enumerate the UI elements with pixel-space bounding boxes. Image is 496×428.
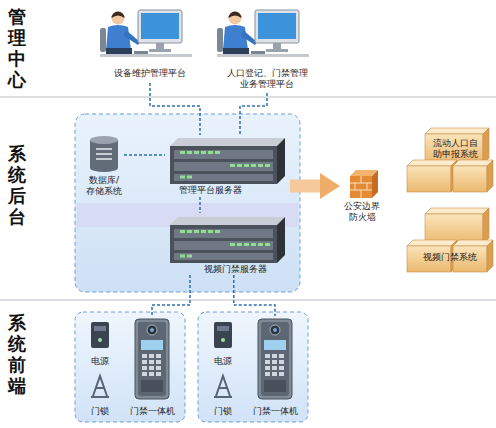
firewall-icon	[350, 170, 378, 198]
node-label: 数据库/ 存储系统	[84, 175, 124, 197]
band-divider	[0, 97, 496, 98]
workstation-node: 设备维护管理平台	[95, 5, 205, 83]
band-divider	[0, 300, 496, 301]
node-label: 门禁一体机	[245, 406, 305, 417]
front-group	[198, 312, 308, 422]
node-label: 电源	[203, 356, 243, 367]
band-node: 系统后台 数据库/ 存储系统 管理平台服务器视频门禁服务器 公安边界 防火墙 流动人口自…	[0, 97, 496, 300]
box-stack-icon	[407, 208, 493, 272]
external-system-node: 流动人口自 助申报系统	[405, 122, 493, 194]
firewall-side	[372, 170, 378, 198]
database-body	[90, 140, 118, 168]
firewall-front	[350, 176, 372, 198]
node-label: 人口登记、门禁管理 业务管理平台	[222, 68, 312, 90]
door-lock-node: 门锁	[203, 370, 243, 418]
workstation-icon	[100, 10, 192, 57]
arrow-head	[320, 173, 340, 199]
dashed-connector	[152, 275, 190, 316]
database-lines	[96, 149, 112, 159]
access-terminal-node: 门禁一体机	[245, 316, 305, 418]
dashed-connector	[150, 83, 200, 135]
firewall-node: 公安边界 防火墙	[340, 168, 384, 226]
door-lock-node: 门锁	[80, 370, 120, 418]
server-node: 管理平台服务器	[165, 135, 290, 197]
workstation-icon	[217, 10, 309, 57]
database-node: 数据库/ 存储系统	[84, 132, 124, 198]
connector-group	[234, 275, 275, 316]
dashed-connector	[240, 93, 267, 135]
node-label: 设备维护管理平台	[95, 68, 205, 79]
dashed-connector	[199, 197, 201, 213]
server-node: 视频门禁服务器	[165, 213, 290, 275]
firewall-bricks	[350, 176, 372, 198]
node-label: 公安边界 防火墙	[342, 201, 382, 223]
node-label: 电源	[80, 356, 120, 367]
node-label: 门锁	[80, 406, 120, 417]
workstation-node: 人口登记、门禁管理 业务管理平台	[212, 5, 322, 93]
connector-group	[150, 83, 200, 135]
band-node: 管理中心设备维护管理平台 人口登记、门禁管理 业务管理平台	[0, 0, 496, 97]
node-label: 视频门禁系统	[413, 252, 487, 263]
front-group	[75, 312, 185, 422]
backend-container	[75, 114, 300, 292]
database-icon	[90, 136, 118, 172]
node-label: 管理平台服务器	[170, 185, 250, 196]
connector-group	[152, 275, 190, 316]
node-label: 门禁一体机	[122, 406, 182, 417]
band-label: 管理中心	[8, 6, 30, 90]
flow-arrow	[290, 180, 321, 193]
band-label: 系统前端	[8, 312, 30, 396]
dashed-connector	[124, 154, 165, 156]
box-stack-icon	[407, 128, 493, 192]
power-supply-node: 电源	[203, 318, 243, 368]
node-label: 视频门禁服务器	[195, 264, 275, 275]
node-label: 流动人口自 助申报系统	[429, 138, 481, 160]
server-icon	[170, 138, 285, 184]
band-label: 系统后台	[8, 143, 30, 227]
connector-group	[124, 155, 165, 156]
node-label: 门锁	[203, 406, 243, 417]
connector-group	[240, 93, 267, 135]
database-top	[90, 136, 118, 144]
power-supply-node: 电源	[80, 318, 120, 368]
band-node: 系统前端电源门锁门禁一体机电源门锁门禁一体机	[0, 300, 496, 428]
external-system-node: 视频门禁系统	[405, 202, 493, 274]
database-bottom	[90, 164, 118, 172]
connector-group	[290, 173, 340, 199]
access-terminal-node: 门禁一体机	[122, 316, 182, 418]
connector-group	[200, 197, 201, 213]
server-icon	[170, 217, 285, 263]
dashed-connector	[234, 275, 275, 316]
